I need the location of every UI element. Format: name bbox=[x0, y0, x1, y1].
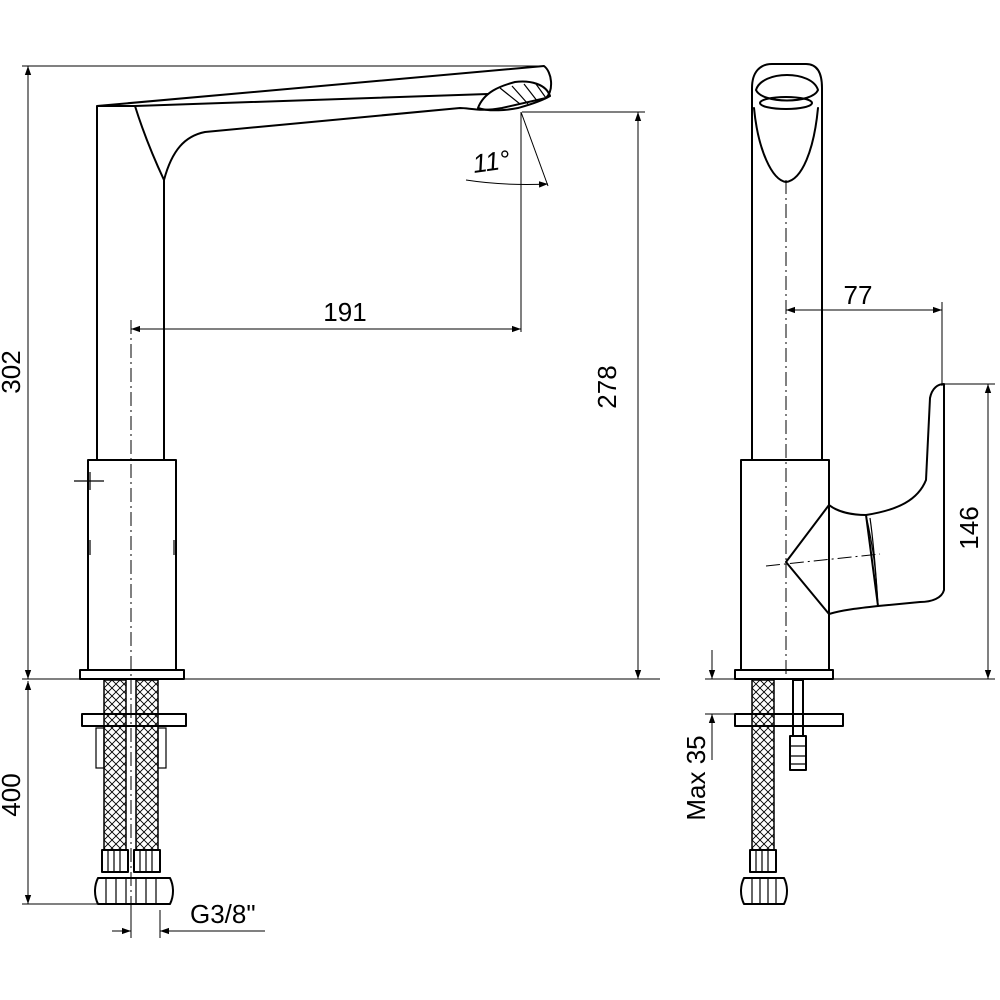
front-stud-left bbox=[95, 727, 105, 769]
front-hose-right bbox=[135, 679, 159, 851]
side-lever bbox=[865, 383, 945, 607]
front-hose-ferrule-left bbox=[101, 849, 129, 873]
front-stud-right bbox=[157, 727, 167, 769]
front-body bbox=[87, 459, 177, 671]
front-spout-body bbox=[96, 65, 552, 461]
front-hose-ferrule-right bbox=[133, 849, 161, 873]
side-dimensions: 77 146 Max 35 bbox=[681, 280, 995, 821]
dim-label-191: 191 bbox=[323, 297, 366, 327]
side-spout-curve bbox=[753, 107, 819, 183]
dim-label-400: 400 bbox=[0, 773, 26, 816]
side-rod-nut bbox=[789, 735, 807, 771]
front-hose-left bbox=[103, 679, 127, 851]
front-base-flange bbox=[79, 669, 185, 680]
side-base-flange bbox=[734, 669, 834, 680]
side-aerator bbox=[759, 96, 813, 110]
side-view bbox=[705, 63, 995, 905]
side-hose bbox=[751, 679, 775, 851]
front-hose-nut bbox=[94, 877, 174, 905]
front-ferrule-ribs bbox=[107, 850, 153, 872]
dim-label-302: 302 bbox=[0, 350, 26, 393]
side-mounting-plate bbox=[734, 713, 844, 727]
side-hose-nut bbox=[740, 877, 788, 905]
front-hose-nut-knurl bbox=[105, 878, 157, 904]
side-body bbox=[740, 459, 830, 671]
side-spout-column bbox=[751, 63, 823, 461]
dim-label-11deg: 11° bbox=[471, 144, 512, 179]
front-spout-lower-edge bbox=[134, 93, 489, 107]
side-threaded-rod bbox=[792, 679, 804, 737]
front-dimensions: 302 400 191 278 11° G3/8" bbox=[0, 65, 645, 938]
dim-label-278: 278 bbox=[592, 365, 622, 408]
dim-label-146: 146 bbox=[954, 506, 984, 549]
front-body-side-marks bbox=[89, 540, 175, 555]
front-spout-nozzle bbox=[477, 80, 551, 112]
front-side-mark-cross bbox=[74, 472, 104, 490]
front-mounting-plate bbox=[81, 713, 187, 727]
side-lever-axis bbox=[765, 553, 881, 567]
dim-arc-11deg bbox=[465, 179, 549, 188]
front-view bbox=[22, 65, 660, 935]
side-hose-ferrule bbox=[749, 849, 777, 873]
side-spout-head bbox=[755, 74, 819, 102]
dim-label-max35: Max 35 bbox=[681, 735, 711, 820]
dim-label-thread: G3/8" bbox=[190, 899, 256, 929]
dim-label-77: 77 bbox=[844, 280, 873, 310]
front-aerator bbox=[499, 83, 547, 105]
